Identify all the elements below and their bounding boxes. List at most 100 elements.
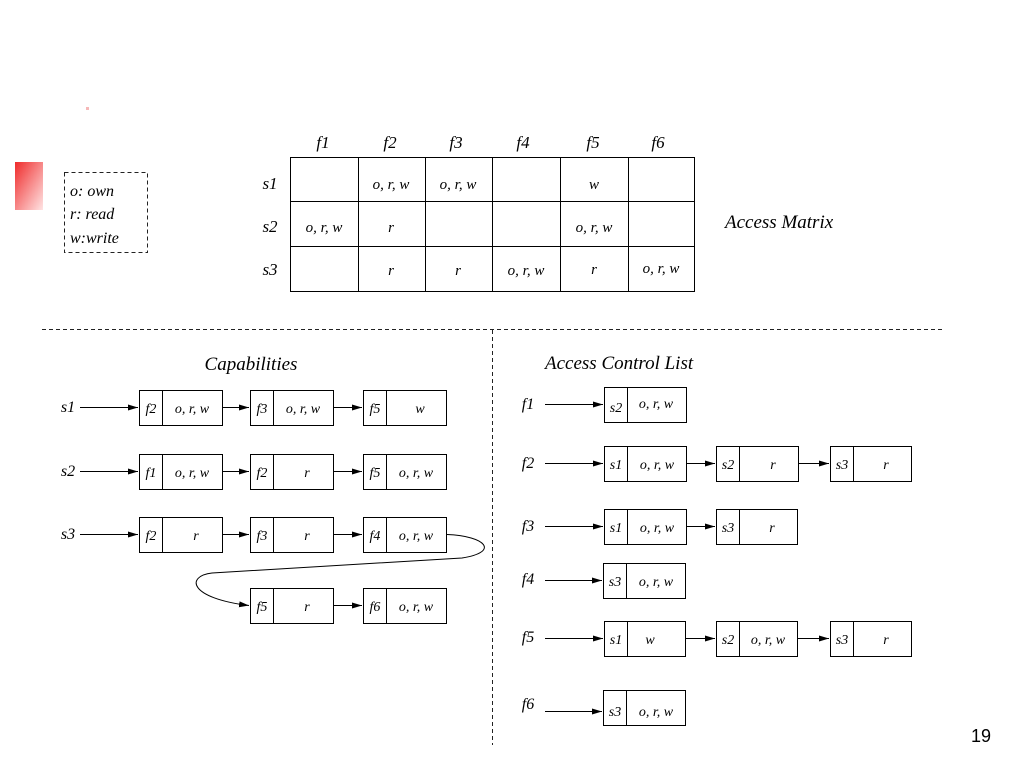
matrix-row-headers: s1 s2 s3 — [262, 174, 278, 279]
matrix-cell: o, r, w — [643, 261, 680, 277]
entry-subject: s3 — [609, 705, 621, 720]
acl-entry: s3 o, r, w — [603, 690, 686, 726]
entry-subject: s2 — [722, 458, 734, 473]
entry-box — [363, 588, 447, 624]
capability-entry: f1 o, r, w — [139, 454, 223, 490]
entry-subject: s1 — [610, 458, 622, 473]
entry-box — [830, 621, 912, 657]
acl-entry: s2 r — [716, 446, 799, 482]
entry-rights: o, r, w — [639, 705, 674, 720]
entry-rights: o, r, w — [175, 402, 210, 417]
capability-entry: f5 r — [250, 588, 334, 624]
entry-subject: s1 — [610, 633, 622, 648]
entry-rights: o, r, w — [175, 466, 210, 481]
capability-entry: f2 o, r, w — [139, 390, 223, 426]
entry-box — [139, 390, 223, 426]
acl-list-5: f5 s1 w s2 o, r, w s3 r — [522, 621, 912, 657]
entry-box — [363, 454, 447, 490]
column-header-2: f2 — [383, 133, 397, 152]
entry-box — [716, 621, 798, 657]
row-header-2: s2 — [262, 217, 278, 236]
entry-rights: r — [883, 458, 889, 473]
acl-entry: s2 o, r, w — [716, 621, 798, 657]
column-header-4: f4 — [516, 133, 530, 152]
legend-border — [64, 172, 148, 253]
matrix-cell: o, r, w — [373, 177, 410, 193]
row-header-3: s3 — [262, 260, 277, 279]
matrix-cell: o, r, w — [576, 220, 613, 236]
acl-list-2: f2 s1 o, r, w s2 r s3 r — [522, 446, 912, 482]
entry-rights: o, r, w — [751, 633, 786, 648]
acl-object: f5 — [522, 629, 534, 646]
capability-entry: f2 r — [250, 454, 334, 490]
entry-rights: o, r, w — [399, 466, 434, 481]
acl-entry: s1 w — [604, 621, 686, 657]
acl-list-1: f1 s2 o, r, w — [522, 387, 687, 423]
entry-box — [830, 446, 912, 482]
column-header-3: f3 — [449, 133, 462, 152]
matrix-cell: r — [388, 220, 394, 236]
entry-subject: s3 — [722, 521, 734, 536]
acl-section: Access Control List f1 s2 o, r, w f2 s1 … — [522, 353, 912, 726]
entry-rights: r — [770, 458, 776, 473]
matrix-cell: o, r, w — [508, 263, 545, 279]
entry-rights: r — [304, 600, 310, 615]
access-matrix: f1 f2 f3 f4 f5 f6 s1 s2 s3 o, r, w o, r,… — [262, 133, 834, 292]
entry-rights: r — [304, 529, 310, 544]
legend-box: o: own r: read w:write — [64, 172, 148, 253]
acl-list-4: f4 s3 o, r, w — [522, 563, 686, 599]
matrix-cell: o, r, w — [306, 220, 343, 236]
entry-rights: r — [304, 466, 310, 481]
capability-entry: f4 o, r, w — [363, 517, 447, 553]
entry-object: f5 — [257, 600, 268, 615]
entry-box — [363, 390, 447, 426]
acl-entry: s3 o, r, w — [603, 563, 686, 599]
entry-rights: r — [883, 633, 889, 648]
capability-list-1: s1 f2 o, r, w f3 o, r, w f5 w — [61, 390, 447, 426]
entry-object: f4 — [370, 529, 381, 544]
entry-box — [604, 621, 686, 657]
entry-subject: s3 — [836, 633, 848, 648]
entry-box — [604, 387, 687, 423]
matrix-cell: w — [589, 177, 599, 193]
acl-title: Access Control List — [543, 353, 694, 374]
acl-entry: s3 r — [830, 621, 912, 657]
acl-object: f3 — [522, 518, 534, 535]
entry-object: f3 — [257, 529, 268, 544]
capability-entry: f2 r — [139, 517, 223, 553]
entry-rights: w — [645, 633, 655, 648]
entry-rights: o, r, w — [399, 600, 434, 615]
entry-object: f2 — [257, 466, 268, 481]
capability-list-2: s2 f1 o, r, w f2 r f5 o, r, w — [61, 454, 447, 490]
column-header-6: f6 — [651, 133, 665, 152]
entry-box — [604, 446, 687, 482]
entry-rights: o, r, w — [639, 397, 674, 412]
acl-object: f4 — [522, 571, 534, 588]
entry-rights: o, r, w — [640, 521, 675, 536]
legend-write: w:write — [70, 230, 119, 247]
entry-object: f5 — [370, 402, 381, 417]
entry-subject: s2 — [610, 401, 622, 416]
capability-entry: f6 o, r, w — [363, 588, 447, 624]
entry-box — [250, 588, 334, 624]
slide-accent-dot — [86, 107, 89, 110]
matrix-cell: r — [455, 263, 461, 279]
entry-object: f3 — [257, 402, 268, 417]
entry-box — [139, 454, 223, 490]
entry-object: f2 — [146, 529, 157, 544]
matrix-column-headers: f1 f2 f3 f4 f5 f6 — [316, 133, 665, 152]
entry-rights: o, r, w — [639, 575, 674, 590]
page-number: 19 — [971, 726, 991, 746]
entry-rights: w — [415, 402, 425, 417]
entry-object: f1 — [146, 466, 157, 481]
legend-read: r: read — [70, 206, 115, 223]
acl-list-3: f3 s1 o, r, w s3 r — [522, 509, 798, 545]
acl-object: f2 — [522, 455, 534, 472]
column-header-5: f5 — [586, 133, 599, 152]
column-header-1: f1 — [316, 133, 329, 152]
acl-entry: s3 r — [716, 509, 798, 545]
acl-object: f6 — [522, 696, 534, 713]
acl-object: f1 — [522, 396, 534, 413]
capability-entry: f3 r — [250, 517, 334, 553]
